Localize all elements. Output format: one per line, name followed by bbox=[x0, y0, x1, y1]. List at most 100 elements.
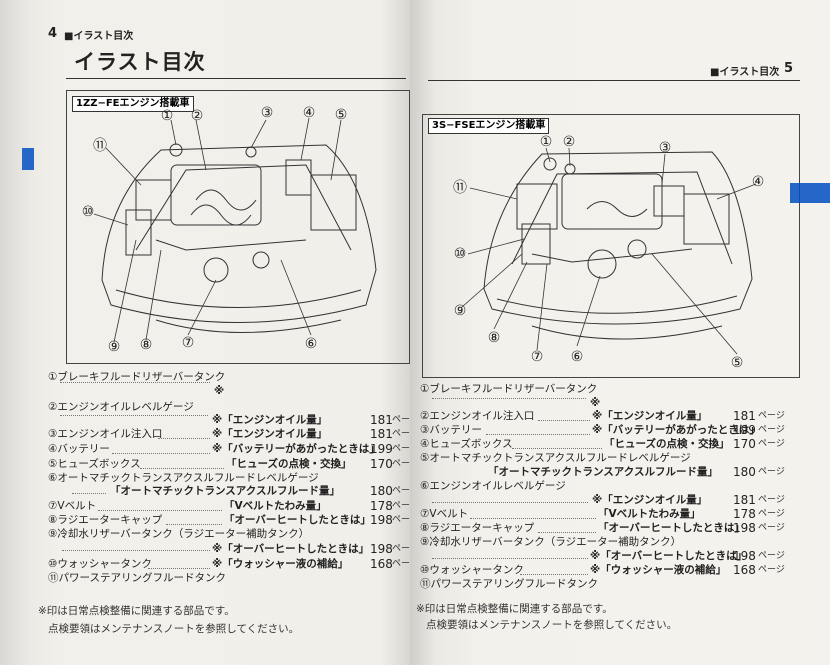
leader-dots bbox=[470, 516, 596, 519]
page-title: イラスト目次 bbox=[74, 50, 206, 74]
right-callout-9: ⑨ bbox=[454, 303, 467, 319]
left-callout-1: ① bbox=[161, 108, 174, 124]
left-callout-8: ⑧ bbox=[140, 337, 153, 353]
left-entry-10-ref: ※「ウォッシャー液の補給」 bbox=[212, 558, 349, 570]
left-thumb-tab bbox=[22, 148, 34, 170]
right-entry-2-label: ②エンジンオイル注入口 bbox=[420, 410, 535, 422]
leader-dots bbox=[60, 380, 210, 383]
leader-dots bbox=[98, 508, 222, 511]
left-callout-2: ② bbox=[191, 108, 204, 124]
left-entry-5-unit: ページ bbox=[392, 459, 410, 469]
left-entry-2-label: ②エンジンオイルレベルゲージ bbox=[48, 401, 194, 413]
right-callout-1: ① bbox=[540, 134, 553, 150]
right-callout-2: ② bbox=[563, 134, 576, 150]
right-entry-4-label: ④ヒューズボックス bbox=[420, 438, 513, 450]
leader-dots bbox=[148, 566, 210, 569]
left-entry-8-label: ⑧ラジエーターキャップ bbox=[48, 514, 163, 526]
left-entry-7-unit: ページ bbox=[392, 501, 410, 511]
left-entry-7-ref: 「Vベルトたわみ量」 bbox=[224, 500, 327, 512]
right-engine-illustration: ① ② ③ ④ ⑤ ⑥ ⑦ ⑧ ⑨ ⑩ ⑪ bbox=[453, 134, 764, 371]
right-thumb-tab bbox=[790, 183, 830, 203]
leader-dots bbox=[486, 432, 590, 435]
left-callout-9: ⑨ bbox=[108, 339, 121, 355]
right-entry-10-page: 168 bbox=[733, 563, 756, 577]
right-entry-7-label: ⑦Vベルト bbox=[420, 508, 469, 520]
right-note-1: ※印は日常点検整備に関連する部品です。 bbox=[416, 603, 613, 615]
left-callout-11: ⑪ bbox=[93, 138, 107, 154]
title-rule bbox=[66, 78, 406, 79]
left-entry-5-page: 170 bbox=[370, 457, 393, 471]
left-entry-4-unit: ページ bbox=[392, 444, 410, 454]
left-note-1: ※印は日常点検整備に関連する部品です。 bbox=[38, 605, 235, 617]
left-entry-6-page: 180 bbox=[370, 484, 393, 498]
left-entry-11-label: ⑪パワーステアリングフルードタンク bbox=[48, 572, 226, 584]
right-callout-11: ⑪ bbox=[453, 180, 467, 196]
left-entry-1-ref: ※ bbox=[214, 385, 225, 397]
leader-dots bbox=[432, 500, 588, 503]
right-page-number: 5 bbox=[784, 61, 794, 76]
left-entry-9-ref: ※「オーバーヒートしたときは」 bbox=[212, 543, 370, 555]
right-callout-6: ⑥ bbox=[571, 349, 584, 365]
leader-dots bbox=[538, 418, 590, 421]
left-entry-5-ref: 「ヒューズの点検・交換」 bbox=[226, 458, 352, 470]
left-entry-9-unit: ページ bbox=[392, 544, 410, 554]
left-entry-8-unit: ページ bbox=[392, 515, 410, 525]
right-entry-7-page: 178 bbox=[733, 507, 756, 521]
leader-dots bbox=[520, 572, 588, 575]
left-entry-6-ref: 「オートマチックトランスアクスルフルード量」 bbox=[110, 485, 340, 497]
left-entry-10-page: 168 bbox=[370, 557, 393, 571]
left-entry-9-label: ⑨冷却水リザーバータンク（ラジエーター補助タンク） bbox=[48, 528, 310, 540]
right-entry-1-ref: ※ bbox=[590, 397, 601, 409]
left-entry-4-label: ④バッテリー bbox=[48, 443, 110, 455]
left-entry-3-label: ③エンジンオイル注入口 bbox=[48, 428, 163, 440]
left-entry-8-page: 198 bbox=[370, 513, 393, 527]
left-entry-6-label: ⑥オートマチックトランスアクスルフルードレベルゲージ bbox=[48, 472, 319, 484]
right-entry-3-ref: ※「バッテリーがあがったときは」 bbox=[592, 424, 760, 436]
right-entry-2-ref: ※「エンジンオイル量」 bbox=[592, 410, 708, 422]
right-entry-7-ref: 「Vベルトたわみ量」 bbox=[598, 508, 701, 520]
right-entry-5-label: ⑤オートマチックトランスアクスルフルードレベルゲージ bbox=[420, 452, 691, 464]
left-entry-3-ref: ※「エンジンオイル量」 bbox=[212, 428, 328, 440]
right-callout-7: ⑦ bbox=[531, 349, 544, 365]
left-figure-caption: 1ZZ−FEエンジン搭載車 bbox=[72, 96, 194, 112]
right-entry-6-label: ⑥エンジンオイルレベルゲージ bbox=[420, 480, 566, 492]
right-entry-11-label: ⑪パワーステアリングフルードタンク bbox=[420, 578, 598, 590]
left-entry-4-ref: ※「バッテリーがあがったときは」 bbox=[212, 443, 380, 455]
left-callout-6: ⑥ bbox=[305, 336, 318, 352]
left-callout-4: ④ bbox=[303, 105, 316, 121]
left-entry-7-page: 178 bbox=[370, 499, 393, 513]
right-callout-5: ⑤ bbox=[731, 355, 744, 371]
right-entry-9-unit: ページ bbox=[758, 551, 785, 561]
left-page: 4 ■イラスト目次 イラスト目次 1ZZ−FEエンジン搭載車 bbox=[0, 0, 410, 665]
right-callout-10: ⑩ bbox=[454, 246, 467, 262]
leader-dots bbox=[512, 446, 602, 449]
right-entry-3-unit: ページ bbox=[758, 425, 785, 435]
right-entry-5-page: 180 bbox=[733, 465, 756, 479]
right-entry-3-label: ③バッテリー bbox=[420, 424, 482, 436]
right-entry-3-page: 199 bbox=[733, 423, 756, 437]
left-entry-3-unit: ページ bbox=[392, 429, 410, 439]
right-figure-frame bbox=[422, 114, 800, 378]
left-callout-10: ⑩ bbox=[82, 204, 95, 220]
right-entry-5-unit: ページ bbox=[758, 467, 785, 477]
leader-dots bbox=[432, 556, 588, 559]
right-callout-3: ③ bbox=[659, 140, 672, 156]
left-entry-9-page: 198 bbox=[370, 542, 393, 556]
right-entry-8-page: 198 bbox=[733, 521, 756, 535]
right-entry-2-page: 181 bbox=[733, 409, 756, 423]
leader-dots bbox=[62, 548, 210, 551]
right-entry-8-label: ⑧ラジエーターキャップ bbox=[420, 522, 535, 534]
leader-dots bbox=[72, 491, 106, 494]
right-entry-8-unit: ページ bbox=[758, 523, 785, 533]
right-entry-10-unit: ページ bbox=[758, 565, 785, 575]
leader-dots bbox=[158, 436, 210, 439]
right-entry-9-label: ⑨冷却水リザーバータンク（ラジエーター補助タンク） bbox=[420, 536, 682, 548]
leader-dots bbox=[112, 451, 210, 454]
left-entry-5-label: ⑤ヒューズボックス bbox=[48, 458, 141, 470]
right-entry-4-page: 170 bbox=[733, 437, 756, 451]
right-note-2: 点検要領はメンテナンスノートを参照してください。 bbox=[426, 619, 678, 631]
left-entry-7-label: ⑦Vベルト bbox=[48, 500, 97, 512]
right-callout-8: ⑧ bbox=[488, 330, 501, 346]
right-entry-4-unit: ページ bbox=[758, 439, 785, 449]
left-entry-2-ref: ※「エンジンオイル量」 bbox=[212, 414, 328, 426]
